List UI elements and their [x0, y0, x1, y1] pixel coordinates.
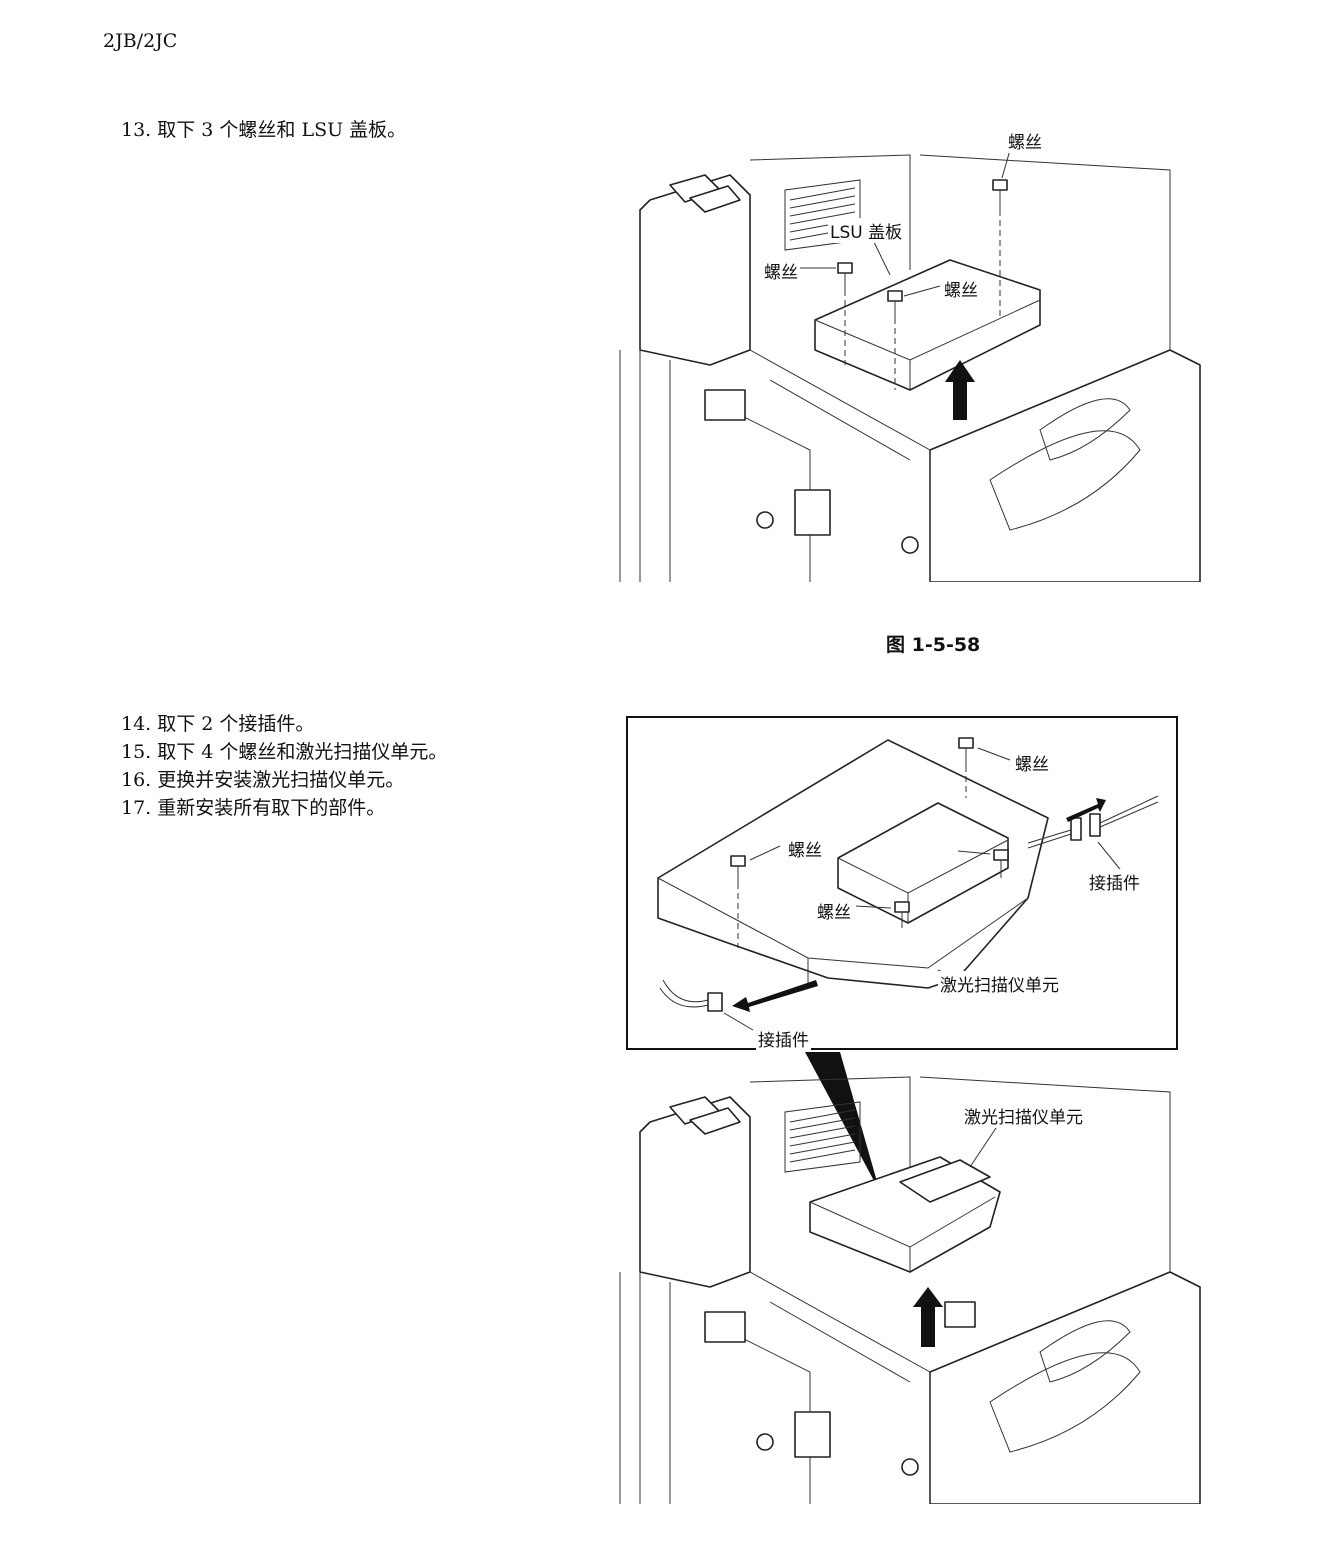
screw-icon	[730, 855, 746, 948]
inset-label-screw-mid: 螺丝	[815, 898, 853, 923]
label-screw-top: 螺丝	[1006, 128, 1044, 153]
figure-laser-unit-location	[619, 1052, 1201, 1504]
step-17: 17. 重新安装所有取下的部件。	[121, 797, 386, 819]
label-lsu-cover: LSU 盖板	[828, 218, 905, 243]
step-15: 15. 取下 4 个螺丝和激光扫描仪单元。	[121, 741, 448, 763]
inset-label-connector-right: 接插件	[1087, 869, 1142, 894]
screw-icon	[993, 849, 1009, 878]
screw-icon	[894, 901, 910, 928]
arrow-left-icon	[732, 980, 818, 1012]
figure-lsu-cover-illustration	[619, 150, 1201, 582]
inset-label-connector-bottom: 接插件	[756, 1026, 811, 1051]
figure-laser-unit-detail	[657, 737, 1159, 1031]
figure-inset-frame	[626, 716, 1178, 1050]
steps-14-17: 14. 取下 2 个接插件。 15. 取下 4 个螺丝和激光扫描仪单元。 16.…	[121, 710, 447, 822]
screw-icon	[837, 262, 853, 365]
arrow-right-icon	[1066, 798, 1106, 822]
up-arrow-icon	[945, 360, 975, 420]
up-arrow-icon	[913, 1287, 943, 1347]
label-screw-right: 螺丝	[942, 276, 980, 301]
screw-icon	[887, 290, 903, 390]
inset-label-laser-unit: 激光扫描仪单元	[938, 971, 1061, 996]
step-14: 14. 取下 2 个接插件。	[121, 713, 315, 735]
step-13: 13. 取下 3 个螺丝和 LSU 盖板。	[121, 119, 407, 141]
main-label-laser-unit: 激光扫描仪单元	[962, 1103, 1085, 1128]
connector-icon	[659, 979, 723, 1012]
inset-label-screw-top: 螺丝	[1013, 750, 1051, 775]
screw-icon	[992, 179, 1008, 320]
step-16: 16. 更换并安装激光扫描仪单元。	[121, 769, 405, 791]
screw-icon	[958, 737, 974, 798]
inset-label-screw-left: 螺丝	[786, 836, 824, 861]
label-screw-left: 螺丝	[762, 258, 800, 283]
figure-caption: 图 1-5-58	[886, 634, 981, 656]
document-id: 2JB/2JC	[103, 30, 178, 52]
